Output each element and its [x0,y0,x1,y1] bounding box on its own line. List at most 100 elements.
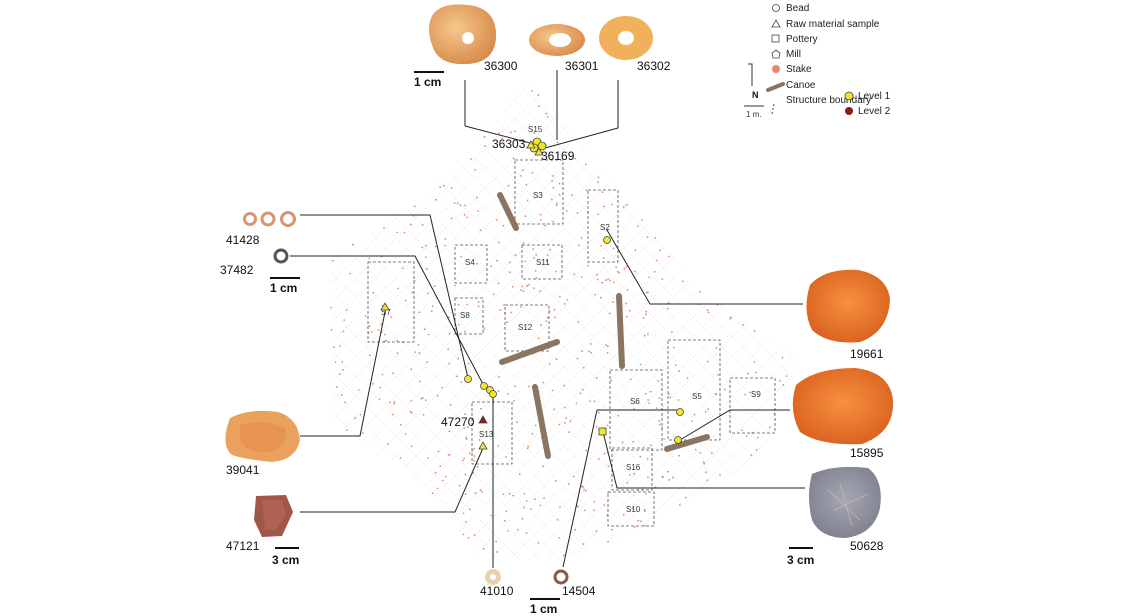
stake-dot [490,514,493,517]
stake-dot [349,272,351,275]
legend-bead-icon [772,4,780,12]
structure-label-s13: S13 [479,430,494,439]
stake-dot [533,132,536,135]
stake-dot [437,450,440,453]
structure-label-s8: S8 [460,311,470,320]
scale-label-left: 1 cm [270,281,297,295]
scale-label-bottom-right: 3 cm [787,553,814,567]
stake-dot [396,339,399,342]
stake-dot [483,135,486,138]
legend-mill-icon [771,49,781,59]
raw-material-marker-47270 [478,415,488,424]
stake-dot [602,205,605,208]
stake-dot [539,218,542,221]
find-label-41428: 41428 [226,233,260,247]
stake-dot [545,112,548,115]
stake-dot [338,345,341,347]
structure-label-s6: S6 [630,397,640,406]
stake-dot [462,512,465,515]
stake-dot [553,308,556,311]
stake-dot [593,400,596,403]
stake-dot [463,427,466,429]
stake-dot [668,479,670,481]
stake-dot [477,305,480,308]
stake-dot [612,247,615,250]
stake-dot [385,339,387,342]
stake-dot [544,224,547,227]
find-label-36302: 36302 [637,59,671,73]
stake-dot [513,399,515,402]
stake-dot [581,350,583,352]
stake-dot [516,529,519,531]
stake-dot [531,90,534,92]
stake-dot [655,407,658,409]
structure-label-s15: S15 [528,125,543,134]
stake-dot [458,484,461,487]
stake-dot [444,244,446,247]
stake-dot [587,265,589,267]
bead-marker-19661 [603,236,611,244]
raw-material-photo-15895 [792,368,894,445]
stake-dot [443,184,445,187]
stake-dot [523,506,525,509]
structure-labels: S15 S3 S2 S4 S11 S7 S8 S12 S13 S6 S5 S9 … [381,125,761,514]
raw-material-photo-19661 [806,269,890,343]
structure-s9-boundary [729,377,776,434]
stake-dot [704,410,707,413]
stake-dot [611,528,613,531]
canoe-4 [532,384,551,459]
stake-dot [456,375,458,378]
stake-dot [497,390,500,392]
stake-dot [338,373,341,375]
stake-dot [588,350,591,353]
stake-dot [703,462,706,465]
stake-dot [448,362,451,365]
stake-dot [458,323,460,326]
pottery-photo-50628 [809,466,881,538]
stake-dot [514,130,517,133]
stake-dot [647,399,649,401]
stake-dot [628,474,631,476]
stake-dot [661,278,664,280]
stake-dot [705,471,707,474]
stake-dot [539,504,542,507]
stake-dot [490,265,492,268]
find-markers [380,137,684,450]
stake-dot [414,351,417,353]
stake-dot [645,310,648,313]
legend-stake-label: Stake [786,64,812,75]
structure-label-s4: S4 [465,258,475,267]
stake-dot [647,333,649,336]
stake-dot [551,389,554,392]
stake-dot [399,457,402,459]
stake-dot [387,442,390,445]
stake-dot [552,175,554,177]
stake-dot [584,509,586,512]
stake-dot [497,445,500,447]
stake-dot [464,493,467,495]
stake-dot [615,266,617,269]
find-label-15895: 15895 [850,446,884,460]
stake-dot [537,94,540,96]
stake-dot [533,287,535,289]
raw-material-marker-36169 [534,147,544,156]
stake-dot [616,270,619,273]
stake-dot [508,261,511,264]
stake-dot [691,420,693,422]
stake-dot [467,426,469,429]
stake-dot [699,452,702,454]
stake-dot [628,309,631,312]
stake-dot [684,496,687,499]
stake-dot [531,432,534,435]
stake-dot [391,413,394,416]
stake-dot [507,184,510,187]
stake-dot [583,488,585,491]
stake-dot [525,183,528,186]
stake-dot [563,303,566,305]
legend-pottery-label: Pottery [786,34,818,45]
stake-dot [589,343,592,345]
stake-dot [565,417,567,419]
stake-dot [595,426,598,428]
pottery-marker-50628 [598,427,607,436]
